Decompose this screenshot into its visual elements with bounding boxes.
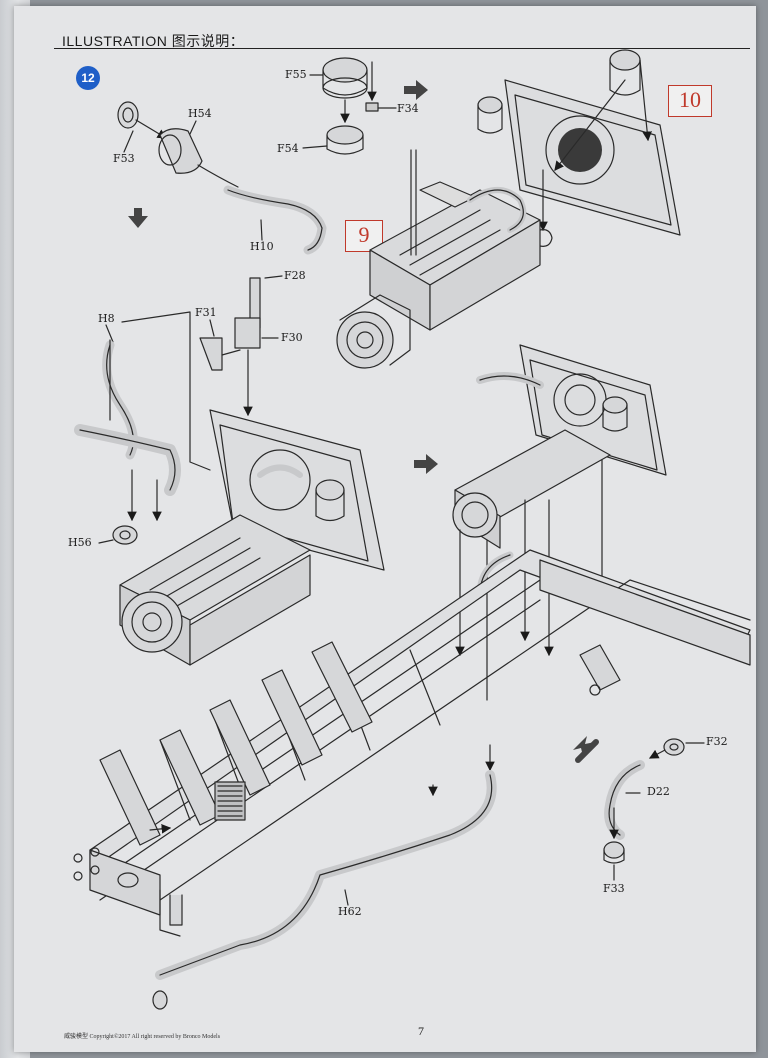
h8-pipe [74, 311, 211, 496]
label-h56: H56 [68, 536, 92, 549]
label-f34: F34 [397, 102, 419, 115]
label-h10: H10 [250, 240, 274, 253]
bracket-parts [199, 275, 283, 417]
label-f31: F31 [195, 306, 217, 319]
label-f30: F30 [281, 331, 303, 344]
header-rule [54, 48, 750, 49]
top-left-subassembly [117, 101, 327, 255]
label-d22: D22 [647, 785, 670, 798]
label-h62: H62 [338, 905, 362, 918]
label-h8: H8 [98, 312, 115, 325]
engine-top [336, 149, 541, 369]
label-f28: F28 [284, 269, 306, 282]
reference-box-10: 10 [668, 85, 712, 117]
radiator-assembly-top [477, 49, 681, 247]
label-f55: F55 [285, 68, 307, 81]
page-header: ILLUSTRATION 图示说明： [62, 33, 245, 49]
engine-right [452, 344, 667, 701]
chassis-frame [73, 549, 751, 937]
label-f53: F53 [113, 152, 135, 165]
h62-pipe [152, 744, 497, 1010]
footer-copyright: 威骏模型 Copyright©2017 All right reserved b… [64, 1034, 221, 1040]
lower-right-parts [603, 738, 705, 881]
engine-middle [98, 409, 385, 666]
label-f32: F32 [706, 735, 728, 748]
footer-page-number: 7 [418, 1024, 424, 1038]
label-f54: F54 [277, 142, 299, 155]
step-number-badge: 12 [76, 66, 100, 90]
label-h54: H54 [188, 107, 212, 120]
cap-parts [302, 57, 397, 155]
label-f33: F33 [603, 882, 625, 895]
